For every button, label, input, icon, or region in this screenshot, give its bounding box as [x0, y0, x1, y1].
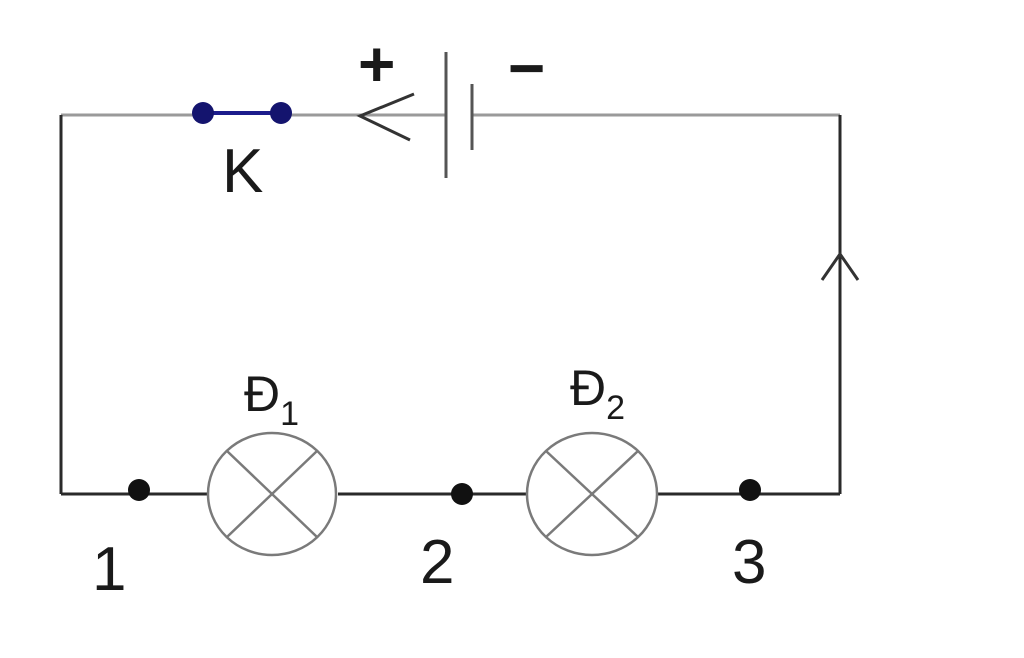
lamp-2	[525, 431, 659, 557]
lamp-2-subscript: 2	[606, 389, 625, 427]
current-arrow-up-icon	[820, 251, 860, 281]
battery-plus-sign: +	[358, 28, 395, 100]
point-1-label: 1	[92, 535, 126, 604]
switch-terminal-left	[192, 102, 214, 124]
lamp-1-label: Đ1	[244, 366, 299, 433]
point-2-label: 2	[420, 528, 454, 597]
lamp-2-label: Đ2	[570, 360, 625, 427]
lamp-1-subscript: 1	[280, 395, 299, 433]
switch-terminal-right	[270, 102, 292, 124]
current-arrow-left-icon	[356, 92, 415, 142]
point-2-node	[451, 483, 473, 505]
battery	[444, 52, 474, 178]
lamp-1	[206, 431, 338, 557]
point-3-node	[739, 479, 761, 501]
point-3-label: 3	[732, 528, 766, 597]
point-1-node	[128, 479, 150, 501]
lamp-1-symbol: Đ	[244, 366, 280, 422]
main-wire	[59, 115, 842, 496]
switch-k	[192, 102, 292, 124]
switch-label: K	[222, 137, 263, 206]
battery-minus-sign: −	[508, 32, 545, 104]
lamp-2-symbol: Đ	[570, 360, 606, 416]
